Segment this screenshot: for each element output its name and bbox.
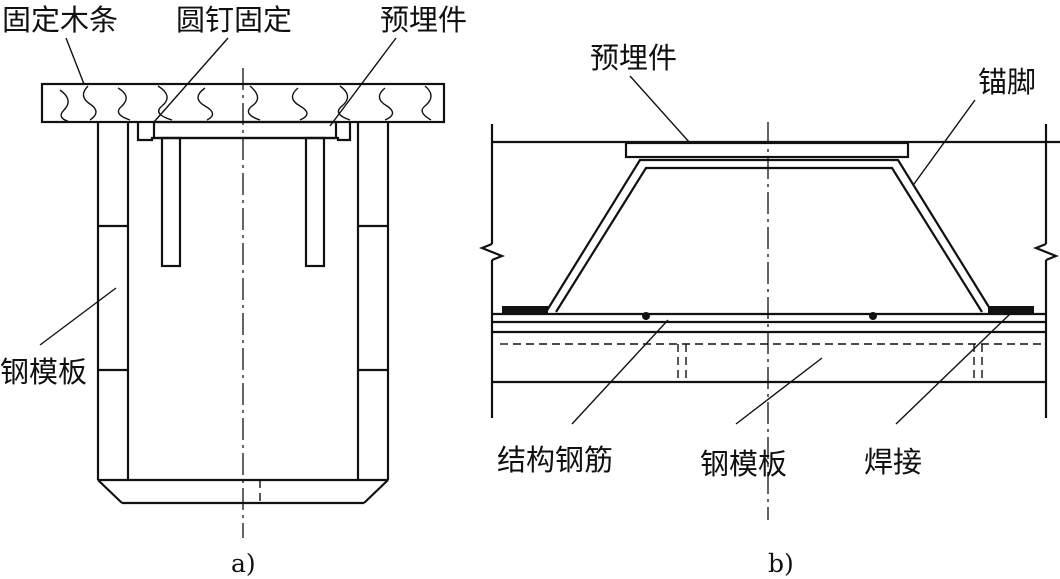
weld-left <box>502 306 548 314</box>
caption-a: a) <box>231 549 256 578</box>
label-fixed-wood-strip: 固定木条 <box>2 3 118 37</box>
leader-anchor <box>913 99 976 185</box>
figure-b: 预埋件 锚脚 结构钢筋 钢模板 焊接 b) <box>479 41 1060 578</box>
leader-rebar <box>571 319 669 425</box>
label-welding: 焊接 <box>864 445 922 479</box>
leader-wood-strip <box>65 37 85 85</box>
label-steel-formwork-b: 钢模板 <box>700 447 787 481</box>
label-embedded-part-b: 预埋件 <box>590 41 677 75</box>
embedded-part-a <box>136 120 352 268</box>
label-embedded-part-a: 预埋件 <box>380 3 467 37</box>
label-anchor-leg: 锚脚 <box>978 65 1036 99</box>
leader-formwork-a <box>39 287 117 346</box>
weld-right <box>988 306 1034 314</box>
label-round-nail-fixing: 圆钉固定 <box>176 3 292 37</box>
label-structural-rebar: 结构钢筋 <box>497 443 613 477</box>
leader-nail <box>153 37 229 123</box>
label-steel-formwork-a: 钢模板 <box>0 355 87 389</box>
leader-embedded-b <box>629 75 691 144</box>
leader-welding <box>895 313 1011 425</box>
caption-b: b) <box>768 549 794 578</box>
embedded-part-b <box>624 141 910 159</box>
leader-embedded-a <box>329 37 397 127</box>
steel-formwork-b <box>492 330 1046 384</box>
anchor-legs <box>502 158 1034 314</box>
structural-rebar <box>492 312 1046 324</box>
figure-a: 固定木条 圆钉固定 预埋件 钢模板 a) <box>0 3 467 578</box>
leader-formwork-b <box>735 357 823 425</box>
